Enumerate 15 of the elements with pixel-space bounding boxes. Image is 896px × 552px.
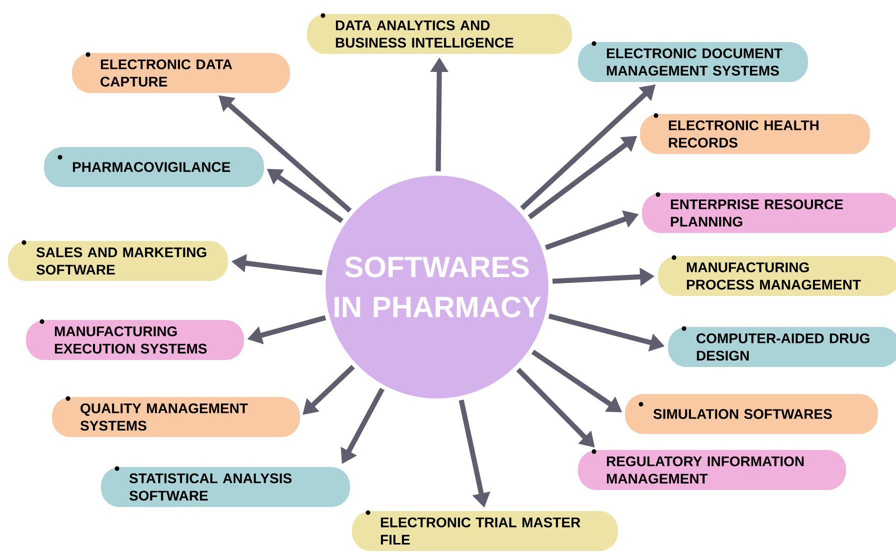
topic-pill: ELECTRONIC DATA CAPTURE bbox=[72, 52, 290, 93]
topic-pill: DATA ANALYTICS AND BUSINESS INTELLIGENCE bbox=[307, 13, 572, 54]
topic-pill: MANUFACTURING EXECUTION SYSTEMS bbox=[26, 319, 244, 360]
topic-pill: COMPUTER-AIDED DRUG DESIGN bbox=[668, 326, 896, 367]
topic-pill: STATISTICAL ANALYSIS SOFTWARE bbox=[101, 466, 350, 507]
topic-pill: ENTERPRISE RESOURCE PLANNING bbox=[642, 192, 896, 233]
topic-pill: REGULATORY INFORMATION MANAGEMENT bbox=[578, 449, 846, 490]
topic-pill: ELECTRONIC HEALTH RECORDS bbox=[640, 113, 870, 154]
topic-pill: SIMULATION SOFTWARES bbox=[625, 394, 878, 434]
topic-pill: ELECTRONIC DOCUMENT MANAGEMENT SYSTEMS bbox=[578, 41, 808, 82]
topic-pill: SALES AND MARKETING SOFTWARE bbox=[8, 240, 228, 281]
topic-pill: QUALITY MANAGEMENT SYSTEMS bbox=[52, 396, 300, 437]
topic-pill: MANUFACTURING PROCESS MANAGEMENT bbox=[658, 255, 896, 296]
topic-pill: PHARMACOVIGILANCE bbox=[44, 147, 264, 187]
topic-pill: ELECTRONIC TRIAL MASTER FILE bbox=[352, 510, 618, 551]
